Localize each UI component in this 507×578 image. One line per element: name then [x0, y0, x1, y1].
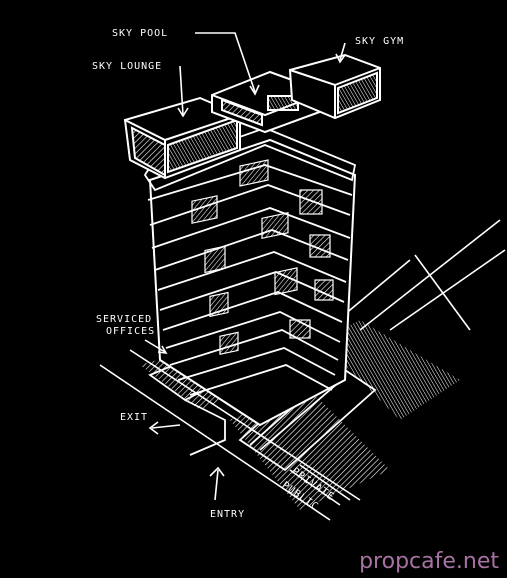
facade-panels	[191, 159, 334, 355]
serviced-offices-label-line1: SERVICED	[96, 314, 153, 325]
rooftop	[123, 53, 381, 180]
entry-label: ENTRY	[210, 509, 246, 520]
watermark: propcafe.net	[359, 549, 499, 574]
sky-gym-label: SKY GYM	[355, 36, 405, 47]
exit-label: EXIT	[120, 412, 149, 423]
callout-arrows	[144, 32, 351, 506]
sky-pool-label: SKY POOL	[112, 28, 169, 39]
sky-lounge-label: SKY LOUNGE	[92, 61, 163, 72]
serviced-offices-label-line2: OFFICES	[106, 326, 156, 337]
